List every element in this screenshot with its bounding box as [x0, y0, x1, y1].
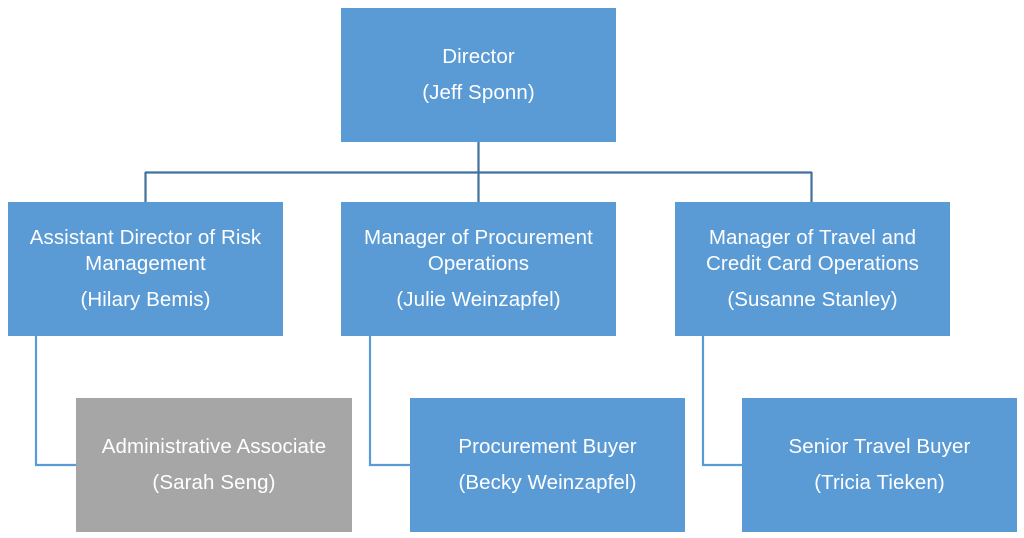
node-manager-procurement-operations-person: (Julie Weinzapfel) — [396, 287, 561, 311]
node-director-title: Director — [442, 45, 515, 69]
edge-to-procurement-buyer — [368, 336, 410, 467]
edge-to-administrative-associate — [34, 336, 76, 467]
node-manager-travel-credit-card-operations[interactable]: Manager of Travel and Credit Card Operat… — [675, 202, 950, 336]
node-manager-travel-credit-card-operations-title: Manager of Travel and Credit Card Operat… — [706, 226, 919, 276]
node-procurement-buyer-person: (Becky Weinzapfel) — [458, 470, 637, 494]
node-administrative-associate-title: Administrative Associate — [101, 435, 327, 459]
node-assistant-director-risk-management-title: Assistant Director of Risk Management — [29, 226, 262, 276]
node-administrative-associate-person: (Sarah Seng) — [152, 470, 276, 494]
node-senior-travel-buyer-title: Senior Travel Buyer — [788, 435, 971, 459]
node-director[interactable]: Director (Jeff Sponn) — [341, 8, 616, 142]
node-senior-travel-buyer-person: (Tricia Tieken) — [814, 470, 945, 494]
node-assistant-director-risk-management-person: (Hilary Bemis) — [80, 287, 211, 311]
edge-to-senior-travel-buyer — [701, 336, 742, 467]
node-director-person: (Jeff Sponn) — [422, 80, 535, 104]
node-manager-procurement-operations[interactable]: Manager of Procurement Operations (Julie… — [341, 202, 616, 336]
node-administrative-associate[interactable]: Administrative Associate (Sarah Seng) — [76, 398, 352, 532]
node-procurement-buyer[interactable]: Procurement Buyer (Becky Weinzapfel) — [410, 398, 685, 532]
node-manager-travel-credit-card-operations-person: (Susanne Stanley) — [727, 287, 898, 311]
node-procurement-buyer-title: Procurement Buyer — [458, 435, 637, 459]
node-assistant-director-risk-management[interactable]: Assistant Director of Risk Management (H… — [8, 202, 283, 336]
node-manager-procurement-operations-title: Manager of Procurement Operations — [364, 226, 593, 276]
node-senior-travel-buyer[interactable]: Senior Travel Buyer (Tricia Tieken) — [742, 398, 1017, 532]
